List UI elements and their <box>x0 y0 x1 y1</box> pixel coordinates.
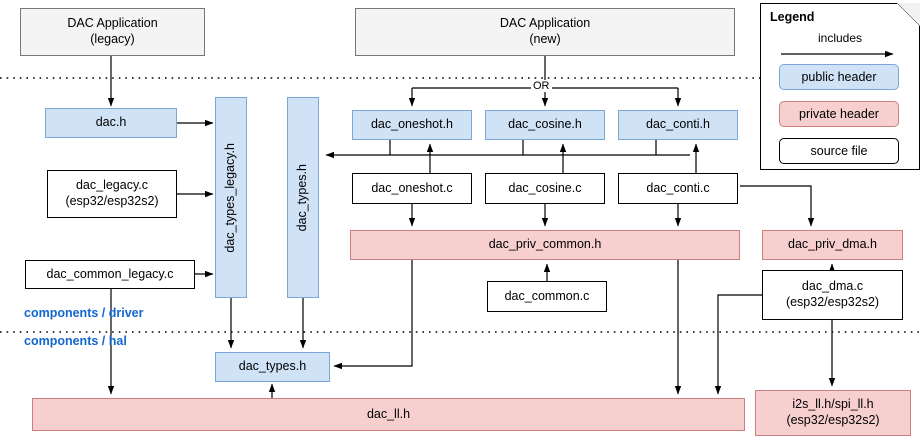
app-legacy-box: DAC Application (legacy) <box>20 8 205 56</box>
node-dac-conti-h: dac_conti.h <box>618 110 738 140</box>
node-dac-types-legacy-h: dac_types_legacy.h <box>215 97 247 298</box>
node-dac-types-h-driver: dac_types.h <box>287 97 319 298</box>
app-legacy-title: DAC Application <box>67 16 158 31</box>
node-dac-priv-dma-h: dac_priv_dma.h <box>762 230 903 260</box>
legend-panel: Legend includes public header private he… <box>760 3 920 170</box>
node-dac-cosine-c: dac_cosine.c <box>485 173 605 204</box>
app-legacy-subtitle: (legacy) <box>90 32 135 46</box>
node-dac-common-legacy-c: dac_common_legacy.c <box>25 260 195 289</box>
legend-item-public-header: public header <box>779 64 899 90</box>
legend-title: Legend <box>770 10 815 24</box>
node-dac-priv-common-h: dac_priv_common.h <box>350 230 740 260</box>
node-dac-cosine-h: dac_cosine.h <box>485 110 605 140</box>
zone-label-hal: components / hal <box>24 334 127 348</box>
app-new-subtitle: (new) <box>529 32 561 46</box>
zone-label-driver: components / driver <box>24 306 144 320</box>
legend-item-source-file: source file <box>779 138 899 164</box>
legend-item-private-header: private header <box>779 101 899 127</box>
node-dac-dma-c: dac_dma.c (esp32/esp32s2) <box>762 270 903 320</box>
node-dac-ll-h: dac_ll.h <box>32 398 745 431</box>
node-dac-conti-c: dac_conti.c <box>618 173 738 204</box>
node-dac-types-h-hal: dac_types.h <box>215 352 330 382</box>
legend-includes-label: includes <box>817 31 863 45</box>
node-dac-h: dac.h <box>45 108 177 138</box>
or-label: OR <box>531 80 552 92</box>
app-new-box: DAC Application (new) <box>355 8 735 56</box>
node-dac-oneshot-h: dac_oneshot.h <box>352 110 472 140</box>
app-new-title: DAC Application <box>499 16 591 31</box>
node-dac-common-c: dac_common.c <box>487 281 607 312</box>
legend-fold-corner-icon <box>897 3 920 26</box>
legend-arrow-icon <box>781 50 894 58</box>
node-dac-legacy-c: dac_legacy.c (esp32/esp32s2) <box>47 170 177 218</box>
node-dac-oneshot-c: dac_oneshot.c <box>352 173 472 204</box>
node-i2s-ll-h: i2s_ll.h/spi_ll.h (esp32/esp32s2) <box>755 390 911 436</box>
